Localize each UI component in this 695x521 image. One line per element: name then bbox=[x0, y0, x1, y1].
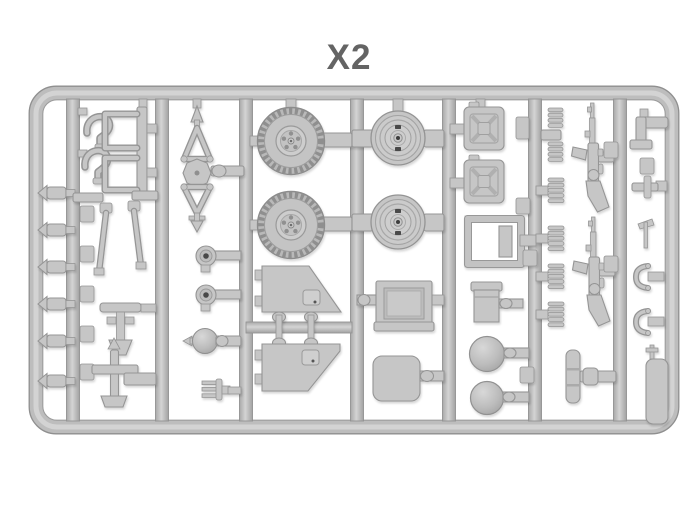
runners bbox=[66, 98, 627, 422]
clamp bbox=[636, 309, 665, 336]
steel-wheel bbox=[370, 110, 426, 166]
ball-part bbox=[182, 328, 242, 354]
runner-1 bbox=[66, 98, 80, 422]
treaded-tire bbox=[258, 192, 325, 259]
ejector-pad bbox=[79, 285, 95, 303]
treaded-tire bbox=[258, 108, 325, 175]
ejector-pad bbox=[79, 245, 95, 263]
hatch-panel-upper bbox=[254, 265, 343, 313]
corner-bracket bbox=[629, 108, 669, 150]
pin-part bbox=[645, 344, 659, 360]
coil-spring bbox=[535, 225, 565, 252]
sprue-frame bbox=[28, 85, 680, 435]
axle-part bbox=[565, 349, 617, 404]
rod-part bbox=[72, 192, 113, 276]
helmet bbox=[469, 380, 530, 416]
quantity-label: X2 bbox=[326, 38, 372, 77]
flat-panel bbox=[645, 358, 669, 425]
ejector-pad bbox=[639, 157, 655, 175]
jerry-can bbox=[449, 153, 506, 205]
jerry-can bbox=[449, 98, 506, 152]
runner-2 bbox=[155, 98, 169, 422]
tire-stub bbox=[249, 98, 353, 232]
pipe-fitting bbox=[631, 175, 668, 199]
ejector-pad bbox=[519, 366, 535, 384]
stowage-box bbox=[356, 280, 445, 332]
rod-part bbox=[127, 190, 159, 270]
hook-part bbox=[77, 107, 110, 150]
runner-4 bbox=[350, 98, 364, 422]
ammo-box bbox=[470, 281, 524, 323]
hook-part bbox=[77, 150, 108, 184]
helmet bbox=[468, 335, 530, 373]
pickaxe bbox=[637, 218, 655, 249]
steel-wheel bbox=[370, 194, 426, 250]
wheel-hub bbox=[195, 245, 242, 273]
base-plate bbox=[372, 355, 445, 402]
wheel-hub bbox=[195, 284, 242, 312]
ejector-pad bbox=[603, 255, 619, 273]
coil-spring bbox=[535, 301, 565, 328]
ejector-pad bbox=[79, 325, 95, 343]
wheel-stub bbox=[351, 98, 445, 232]
valve-part bbox=[99, 302, 157, 356]
coil-spring bbox=[535, 263, 565, 290]
coil-spring bbox=[535, 177, 565, 204]
hatch-panel-lower bbox=[254, 343, 341, 392]
steering-column bbox=[91, 337, 157, 408]
ejector-pad bbox=[522, 249, 538, 267]
suspension-arm bbox=[180, 98, 245, 234]
clamp bbox=[636, 264, 665, 291]
ejector-pad bbox=[515, 197, 531, 215]
crate-frame bbox=[463, 214, 538, 269]
bellows-part bbox=[540, 107, 564, 162]
ejector-pad bbox=[515, 116, 530, 140]
ejector-pad bbox=[603, 141, 619, 159]
cross-runner bbox=[245, 321, 353, 334]
fork-part bbox=[201, 378, 242, 401]
bracket-pair bbox=[101, 98, 158, 197]
ejector-pad bbox=[79, 205, 95, 223]
